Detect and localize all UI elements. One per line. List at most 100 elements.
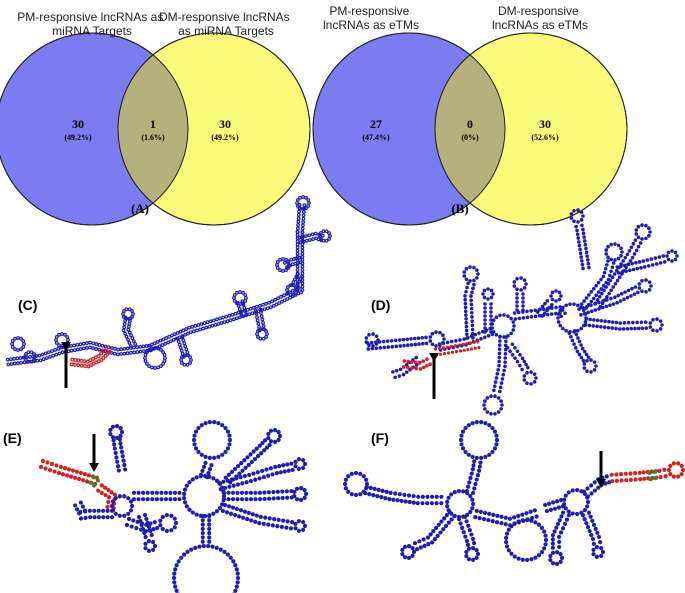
- nucleotide: [266, 490, 271, 495]
- nucleotide: [537, 313, 542, 318]
- nucleotide: [525, 381, 529, 385]
- nucleotide: [422, 543, 427, 548]
- nucleotide: [78, 516, 84, 521]
- nucleotide: [522, 374, 527, 378]
- nucleotide: [189, 358, 193, 362]
- nucleotide: [286, 468, 291, 473]
- nucleotide: [32, 358, 36, 362]
- nucleotide: [275, 524, 280, 529]
- nucleotide: [389, 338, 394, 343]
- nucleotide: [91, 475, 97, 480]
- nucleotide: [630, 255, 635, 260]
- nucleotide: [609, 269, 613, 274]
- nucleotide: [478, 509, 483, 514]
- nucleotide: [629, 294, 633, 298]
- nucleotide: [621, 327, 626, 331]
- nucleotide: [300, 254, 305, 259]
- nucleotide: [16, 361, 20, 366]
- nucleotide: [295, 226, 300, 231]
- nucleotide: [248, 452, 253, 457]
- nucleotide: [631, 241, 636, 246]
- nucleotide: [578, 247, 582, 252]
- nucleotide: [296, 216, 301, 221]
- nucleotide: [76, 363, 81, 368]
- nucleotide: [105, 508, 110, 513]
- nucleotide: [517, 316, 522, 321]
- nucleotide: [162, 359, 167, 363]
- nucleotide: [566, 509, 571, 514]
- nucleotide: [228, 511, 234, 516]
- nucleotide: [367, 492, 372, 497]
- nucleotide: [616, 293, 621, 298]
- nucleotide: [295, 201, 299, 205]
- nucleotide: [564, 328, 568, 333]
- nucleotide: [411, 500, 416, 505]
- nucleotide: [366, 347, 371, 351]
- nucleotide: [563, 506, 568, 511]
- nucleotide: [301, 210, 306, 214]
- nucleotide: [438, 352, 443, 356]
- nucleotide: [285, 462, 290, 467]
- nucleotide: [172, 516, 177, 521]
- nucleotide: [409, 343, 414, 347]
- nucleotide: [122, 462, 127, 468]
- nucleotide: [522, 286, 527, 290]
- nucleotide: [587, 293, 591, 297]
- nucleotide: [542, 502, 548, 508]
- nucleotide: [222, 320, 227, 325]
- nucleotide: [491, 329, 496, 334]
- nucleotide: [471, 541, 477, 546]
- nucleotide: [466, 423, 471, 428]
- nucleotide: [383, 496, 388, 501]
- nucleotide: [218, 316, 222, 321]
- nucleotide: [404, 362, 409, 367]
- nucleotide: [210, 544, 215, 549]
- nucleotide: [609, 472, 614, 477]
- nucleotide: [535, 310, 540, 314]
- nucleotide: [125, 351, 130, 356]
- nucleotide: [441, 341, 446, 346]
- nucleotide: [293, 464, 298, 469]
- nucleotide: [610, 265, 615, 269]
- nucleotide: [581, 358, 586, 363]
- nucleotide: [96, 488, 101, 493]
- nucleotide: [635, 320, 639, 325]
- nucleotide: [483, 421, 488, 426]
- nucleotide: [411, 549, 417, 555]
- nucleotide: [459, 442, 464, 447]
- nucleotide: [262, 448, 267, 453]
- nucleotide: [398, 344, 403, 348]
- nucleotide: [288, 526, 294, 531]
- nucleotide: [497, 343, 502, 347]
- nucleotide: [249, 459, 254, 465]
- nucleotide: [420, 341, 425, 346]
- nucleotide: [321, 238, 326, 243]
- nucleotide: [554, 289, 558, 293]
- nucleotide: [133, 342, 138, 346]
- rna-structure-f: [342, 420, 685, 567]
- nucleotide: [200, 539, 205, 544]
- nucleotide: [238, 290, 242, 294]
- nucleotide: [449, 344, 454, 348]
- nucleotide: [251, 449, 256, 454]
- nucleotide: [126, 496, 131, 501]
- nucleotide: [439, 494, 444, 499]
- nucleotide: [590, 536, 596, 542]
- nucleotide: [463, 425, 468, 431]
- nucleotide: [420, 335, 425, 340]
- nucleotide: [364, 340, 369, 344]
- nucleotide: [32, 352, 36, 356]
- nucleotide: [605, 295, 609, 299]
- nucleotide: [579, 355, 584, 360]
- nucleotide: [499, 407, 503, 411]
- nucleotide: [83, 515, 88, 520]
- nucleotide: [673, 250, 678, 255]
- nucleotide: [464, 489, 470, 494]
- nucleotide: [237, 307, 242, 312]
- nucleotide: [158, 338, 163, 343]
- nucleotide: [515, 292, 519, 296]
- nucleotide: [611, 285, 616, 289]
- nucleotide: [589, 483, 594, 488]
- nucleotide: [271, 489, 276, 495]
- nucleotide: [466, 348, 470, 352]
